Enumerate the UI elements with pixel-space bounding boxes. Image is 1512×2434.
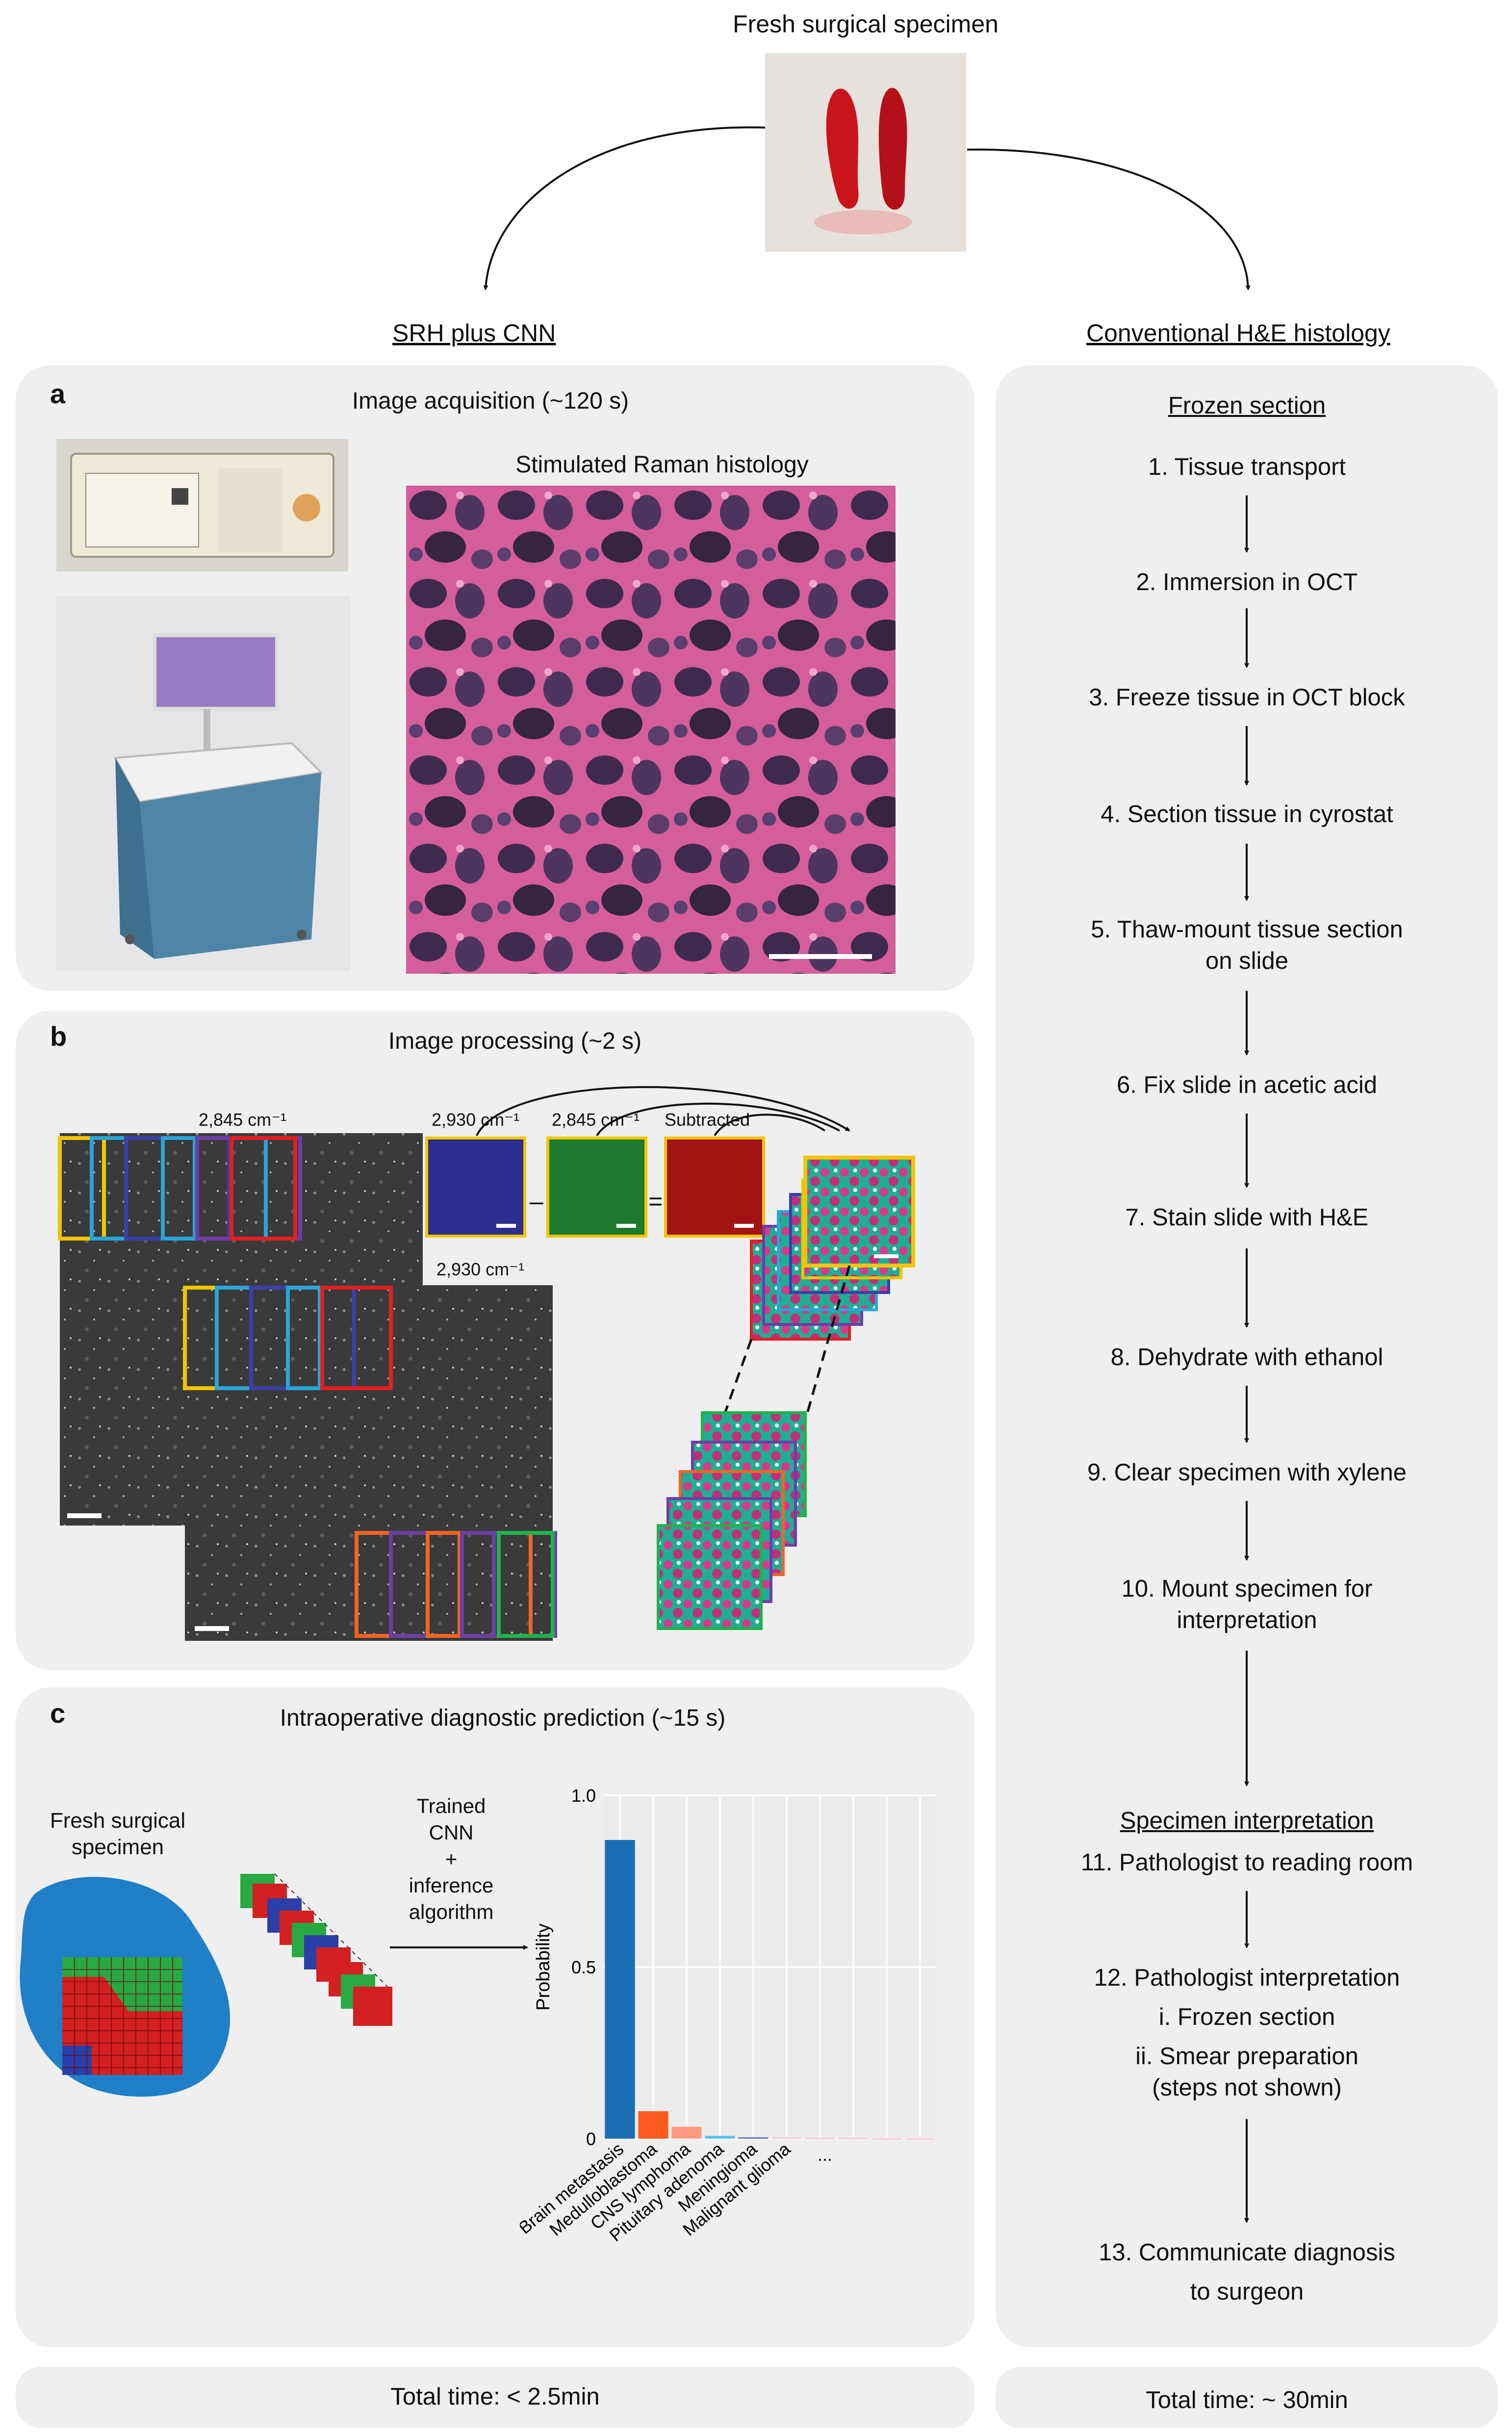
step-13b: to surgeon: [1190, 2279, 1304, 2305]
panel-c-letter: c: [50, 1698, 66, 1729]
tile-stream: [240, 1873, 392, 2026]
step-6: 6. Fix slide in acetic acid: [1116, 1072, 1378, 1098]
label-2845-main: 2,845 cm⁻¹: [199, 1110, 287, 1130]
srh-imager-photo: [56, 596, 351, 971]
y-axis-label: Probability: [533, 1923, 554, 2010]
step-12: 12. Pathologist interpretation: [1094, 1965, 1400, 1991]
label-2930-small: 2,930 cm⁻¹: [432, 1110, 520, 1130]
total-right-box: [996, 2367, 1498, 2428]
bar: [905, 2138, 935, 2140]
right-branch-label: Conventional H&E histology: [1086, 319, 1390, 347]
step-8: 8. Dehydrate with ethanol: [1110, 1344, 1384, 1371]
step-13a: 13. Communicate diagnosis: [1099, 2239, 1395, 2266]
panel-a-letter: a: [50, 378, 66, 409]
specimen-label: Fresh surgical specimen: [733, 10, 999, 38]
top-branch-arrows: [483, 126, 1251, 290]
cnn-line2: CNN: [429, 1821, 474, 1844]
specimen-interpretation-header: Specimen interpretation: [1120, 1808, 1374, 1834]
step-12-ii: ii. Smear preparation: [1135, 2043, 1358, 2070]
bar: [671, 2126, 702, 2139]
left-branch-label: SRH plus CNN: [392, 319, 556, 347]
step-arrows: [1244, 495, 1249, 2223]
step-2: 2. Immersion in OCT: [1136, 569, 1358, 596]
step-12-i: i. Frozen section: [1158, 2004, 1335, 2030]
x-tick-label: ...: [818, 2145, 832, 2165]
panel-b-title: Image processing (~2 s): [388, 1028, 642, 1054]
cnn-line4: inference: [409, 1874, 494, 1897]
cnn-label: Trained CNN + inference algorithm: [383, 1793, 520, 1925]
bar: [705, 2136, 735, 2139]
step-3: 3. Freeze tissue in OCT block: [1089, 684, 1405, 711]
panel-a-title: Image acquisition (~120 s): [352, 388, 629, 414]
equals-sign: =: [648, 1188, 663, 1215]
conventional-steps: Frozen section 1. Tissue transport 2. Im…: [996, 365, 1498, 2347]
cnn-arrow: [390, 1945, 528, 1950]
label-2845-small: 2,845 cm⁻¹: [552, 1110, 640, 1130]
label-2930-main: 2,930 cm⁻¹: [436, 1259, 525, 1279]
y-tick-label: 0: [586, 2129, 596, 2149]
bar: [805, 2138, 835, 2139]
step-7: 7. Stain slide with H&E: [1125, 1204, 1369, 1231]
image-processing-graphic: [58, 1086, 915, 1641]
y-tick-label: 1.0: [571, 1786, 596, 1806]
conventional-panel: [996, 365, 1498, 2347]
probability-bar-chart: 00.51.0 Brain metastasisMedulloblastomaC…: [520, 1786, 937, 2246]
step-12-note: (steps not shown): [1152, 2074, 1342, 2101]
panel-c-title: Intraoperative diagnostic prediction (~1…: [280, 1705, 726, 1731]
specimen-label-line1: Fresh surgical: [50, 1809, 186, 1833]
specimen-photo: [765, 53, 966, 252]
srh-image: [406, 486, 896, 974]
step-1: 1. Tissue transport: [1148, 454, 1346, 480]
step-5b: on slide: [1205, 948, 1288, 974]
step-9: 9. Clear specimen with xylene: [1087, 1459, 1407, 1486]
total-left: Total time: < 2.5min: [390, 2383, 600, 2410]
bar: [605, 1840, 635, 2139]
slide-photo: [56, 439, 348, 571]
bar: [871, 2138, 902, 2140]
minus-sign: –: [530, 1188, 543, 1215]
step-11: 11. Pathologist to reading room: [1080, 1849, 1413, 1876]
step-10b: interpretation: [1177, 1607, 1317, 1633]
step-10a: 10. Mount specimen for: [1121, 1576, 1373, 1602]
step-4: 4. Section tissue in cyrostat: [1101, 801, 1393, 828]
total-right: Total time: ~ 30min: [1146, 2387, 1348, 2413]
bar: [638, 2111, 668, 2139]
srh-label: Stimulated Raman histology: [515, 452, 809, 478]
total-left-box: [16, 2367, 974, 2428]
step-5a: 5. Thaw-mount tissue section: [1091, 916, 1403, 943]
specimen-blob: [20, 1877, 231, 2097]
panel-b-letter: b: [50, 1021, 67, 1052]
specimen-label-c: Fresh surgical specimen: [34, 1808, 201, 1861]
specimen-label-line2: specimen: [71, 1835, 164, 1859]
y-tick-label: 0.5: [571, 1957, 596, 1977]
frozen-section-header: Frozen section: [1168, 392, 1326, 419]
cnn-line5: algorithm: [409, 1900, 494, 1923]
cnn-line3: +: [445, 1847, 458, 1870]
bar: [838, 2138, 869, 2139]
bar: [738, 2137, 769, 2139]
bar: [771, 2137, 802, 2139]
cnn-line1: Trained: [416, 1794, 486, 1817]
